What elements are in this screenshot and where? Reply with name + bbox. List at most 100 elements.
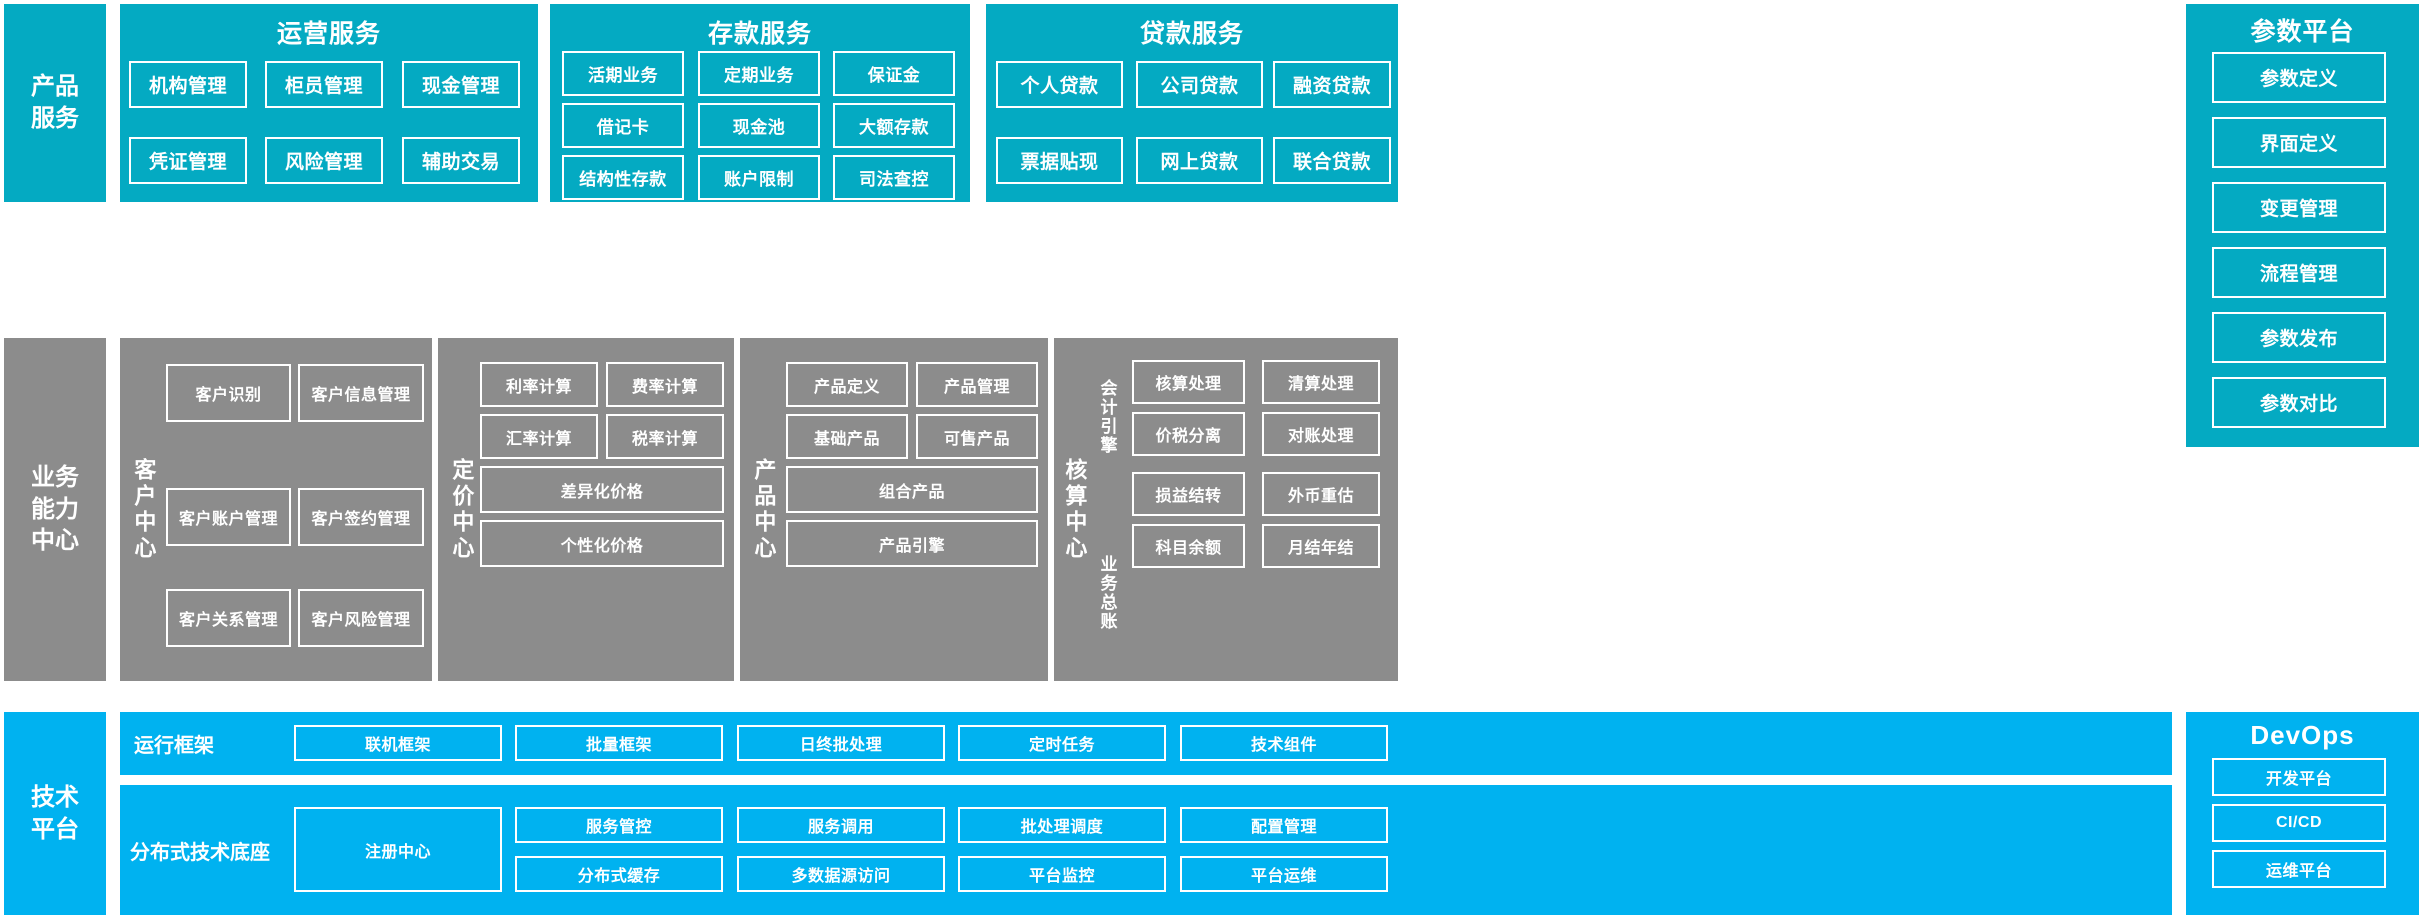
tile-customer-4[interactable]: 客户签约管理 <box>298 488 424 546</box>
panel-loan-service: 贷款服务 个人贷款 公司贷款 融资贷款 票据贴现 网上贷款 联合贷款 <box>986 4 1398 202</box>
tile-parameter-3[interactable]: 变更管理 <box>2212 182 2386 233</box>
tech-row-runtime-framework: 运行框架 联机框架 批量框架 日终批处理 定时任务 技术组件 <box>120 712 2172 775</box>
tile-deposit-1[interactable]: 活期业务 <box>562 51 684 96</box>
center-label-product: 产品中心 <box>746 338 780 681</box>
tile-registry-center[interactable]: 注册中心 <box>294 807 502 892</box>
tile-deposit-8[interactable]: 账户限制 <box>698 155 820 200</box>
tile-parameter-1[interactable]: 参数定义 <box>2212 52 2386 103</box>
tile-runtime-5[interactable]: 技术组件 <box>1180 725 1388 761</box>
panel-parameter-platform: 参数平台 参数定义 界面定义 变更管理 流程管理 参数发布 参数对比 <box>2186 4 2419 447</box>
tile-customer-3[interactable]: 客户账户管理 <box>166 488 291 546</box>
subgroup-label-accounting-engine: 会计引擎 <box>1092 342 1122 492</box>
tile-product-2[interactable]: 产品管理 <box>916 362 1038 407</box>
tile-product-4[interactable]: 可售产品 <box>916 414 1038 459</box>
subgroup-label-accounting-engine-text: 会计引擎 <box>1097 379 1117 455</box>
tile-product-wide-2[interactable]: 产品引擎 <box>786 520 1038 567</box>
tile-business-ledger-3[interactable]: 科目余额 <box>1132 524 1245 568</box>
tile-deposit-3[interactable]: 保证金 <box>833 51 955 96</box>
tech-row-label-runtime-framework: 运行框架 <box>134 735 214 757</box>
tile-distributed-bottom-2[interactable]: 多数据源访问 <box>737 856 945 892</box>
tile-devops-3[interactable]: 运维平台 <box>2212 850 2386 888</box>
center-label-pricing-text: 定价中心 <box>449 457 475 562</box>
layer-rail-business-capability: 业务 能力 中心 <box>4 338 106 681</box>
tile-business-ledger-1[interactable]: 损益结转 <box>1132 472 1245 516</box>
layer-label-product-service: 产品 服务 <box>31 73 79 132</box>
panel-operation-service: 运营服务 机构管理 柜员管理 现金管理 凭证管理 风险管理 辅助交易 <box>120 4 538 202</box>
tile-deposit-7[interactable]: 结构性存款 <box>562 155 684 200</box>
tile-distributed-top-4[interactable]: 配置管理 <box>1180 807 1388 843</box>
tile-customer-1[interactable]: 客户识别 <box>166 364 291 422</box>
tile-parameter-6[interactable]: 参数对比 <box>2212 377 2386 428</box>
tile-parameter-4[interactable]: 流程管理 <box>2212 247 2386 298</box>
tile-customer-2[interactable]: 客户信息管理 <box>298 364 424 422</box>
tile-distributed-bottom-3[interactable]: 平台监控 <box>958 856 1166 892</box>
subgroup-label-business-ledger: 业务总账 <box>1092 518 1122 668</box>
tile-customer-6[interactable]: 客户风险管理 <box>298 589 424 647</box>
center-product: 产品中心 产品定义 产品管理 基础产品 可售产品 组合产品 产品引擎 <box>740 338 1048 681</box>
tile-distributed-top-2[interactable]: 服务调用 <box>737 807 945 843</box>
panel-devops: DevOps 开发平台 CI/CD 运维平台 <box>2186 712 2419 915</box>
tile-operation-1[interactable]: 机构管理 <box>129 61 247 108</box>
layer-rail-technology-platform: 技术 平台 <box>4 712 106 915</box>
tile-product-3[interactable]: 基础产品 <box>786 414 908 459</box>
tile-pricing-4[interactable]: 税率计算 <box>606 414 724 459</box>
tile-pricing-wide-2[interactable]: 个性化价格 <box>480 520 724 567</box>
center-customer: 客户中心 客户识别 客户信息管理 客户账户管理 客户签约管理 客户关系管理 客户… <box>120 338 432 681</box>
tile-devops-2[interactable]: CI/CD <box>2212 804 2386 842</box>
center-label-customer: 客户中心 <box>126 338 160 681</box>
tile-deposit-5[interactable]: 现金池 <box>698 103 820 148</box>
center-label-customer-text: 客户中心 <box>131 457 157 562</box>
tile-distributed-bottom-1[interactable]: 分布式缓存 <box>515 856 723 892</box>
tile-loan-5[interactable]: 网上贷款 <box>1136 137 1263 184</box>
tile-distributed-bottom-4[interactable]: 平台运维 <box>1180 856 1388 892</box>
tile-runtime-2[interactable]: 批量框架 <box>515 725 723 761</box>
tile-loan-4[interactable]: 票据贴现 <box>996 137 1123 184</box>
tile-pricing-wide-1[interactable]: 差异化价格 <box>480 466 724 513</box>
tile-operation-5[interactable]: 风险管理 <box>265 137 383 184</box>
tile-product-wide-1[interactable]: 组合产品 <box>786 466 1038 513</box>
tile-operation-2[interactable]: 柜员管理 <box>265 61 383 108</box>
tile-pricing-3[interactable]: 汇率计算 <box>480 414 598 459</box>
tile-distributed-top-1[interactable]: 服务管控 <box>515 807 723 843</box>
layer-label-technology-platform: 技术 平台 <box>31 783 79 843</box>
panel-title-loan-service: 贷款服务 <box>1139 20 1244 48</box>
tile-runtime-1[interactable]: 联机框架 <box>294 725 502 761</box>
tile-accounting-engine-1[interactable]: 核算处理 <box>1132 360 1245 404</box>
tile-parameter-5[interactable]: 参数发布 <box>2212 312 2386 363</box>
tile-accounting-engine-3[interactable]: 价税分离 <box>1132 412 1245 456</box>
tile-customer-5[interactable]: 客户关系管理 <box>166 589 291 647</box>
tile-runtime-3[interactable]: 日终批处理 <box>737 725 945 761</box>
tile-deposit-4[interactable]: 借记卡 <box>562 103 684 148</box>
tile-operation-6[interactable]: 辅助交易 <box>402 137 520 184</box>
panel-title-parameter-platform: 参数平台 <box>2250 18 2355 46</box>
tile-distributed-top-3[interactable]: 批处理调度 <box>958 807 1166 843</box>
center-label-product-text: 产品中心 <box>751 457 777 562</box>
tile-accounting-engine-2[interactable]: 清算处理 <box>1262 360 1380 404</box>
panel-deposit-service: 存款服务 活期业务 定期业务 保证金 借记卡 现金池 大额存款 结构性存款 账户… <box>550 4 970 202</box>
tile-deposit-6[interactable]: 大额存款 <box>833 103 955 148</box>
tile-parameter-2[interactable]: 界面定义 <box>2212 117 2386 168</box>
tile-pricing-1[interactable]: 利率计算 <box>480 362 598 407</box>
tile-loan-6[interactable]: 联合贷款 <box>1273 137 1391 184</box>
tile-deposit-9[interactable]: 司法查控 <box>833 155 955 200</box>
tile-business-ledger-2[interactable]: 外币重估 <box>1262 472 1380 516</box>
center-label-pricing: 定价中心 <box>444 338 478 681</box>
tile-accounting-engine-4[interactable]: 对账处理 <box>1262 412 1380 456</box>
tile-operation-4[interactable]: 凭证管理 <box>129 137 247 184</box>
tile-loan-2[interactable]: 公司贷款 <box>1136 61 1263 108</box>
center-label-accounting: 核算中心 <box>1058 338 1090 681</box>
tile-loan-3[interactable]: 融资贷款 <box>1273 61 1391 108</box>
tile-deposit-2[interactable]: 定期业务 <box>698 51 820 96</box>
tile-devops-1[interactable]: 开发平台 <box>2212 758 2386 796</box>
tile-business-ledger-4[interactable]: 月结年结 <box>1262 524 1380 568</box>
tile-product-1[interactable]: 产品定义 <box>786 362 908 407</box>
tile-operation-3[interactable]: 现金管理 <box>402 61 520 108</box>
tech-row-label-distributed-base: 分布式技术底座 <box>130 841 270 864</box>
center-accounting: 核算中心 会计引擎 业务总账 核算处理 清算处理 价税分离 对账处理 损益结转 … <box>1054 338 1398 681</box>
panel-title-devops: DevOps <box>2250 720 2355 750</box>
tile-pricing-2[interactable]: 费率计算 <box>606 362 724 407</box>
tile-runtime-4[interactable]: 定时任务 <box>958 725 1166 761</box>
center-label-accounting-text: 核算中心 <box>1062 457 1088 562</box>
tile-loan-1[interactable]: 个人贷款 <box>996 61 1123 108</box>
